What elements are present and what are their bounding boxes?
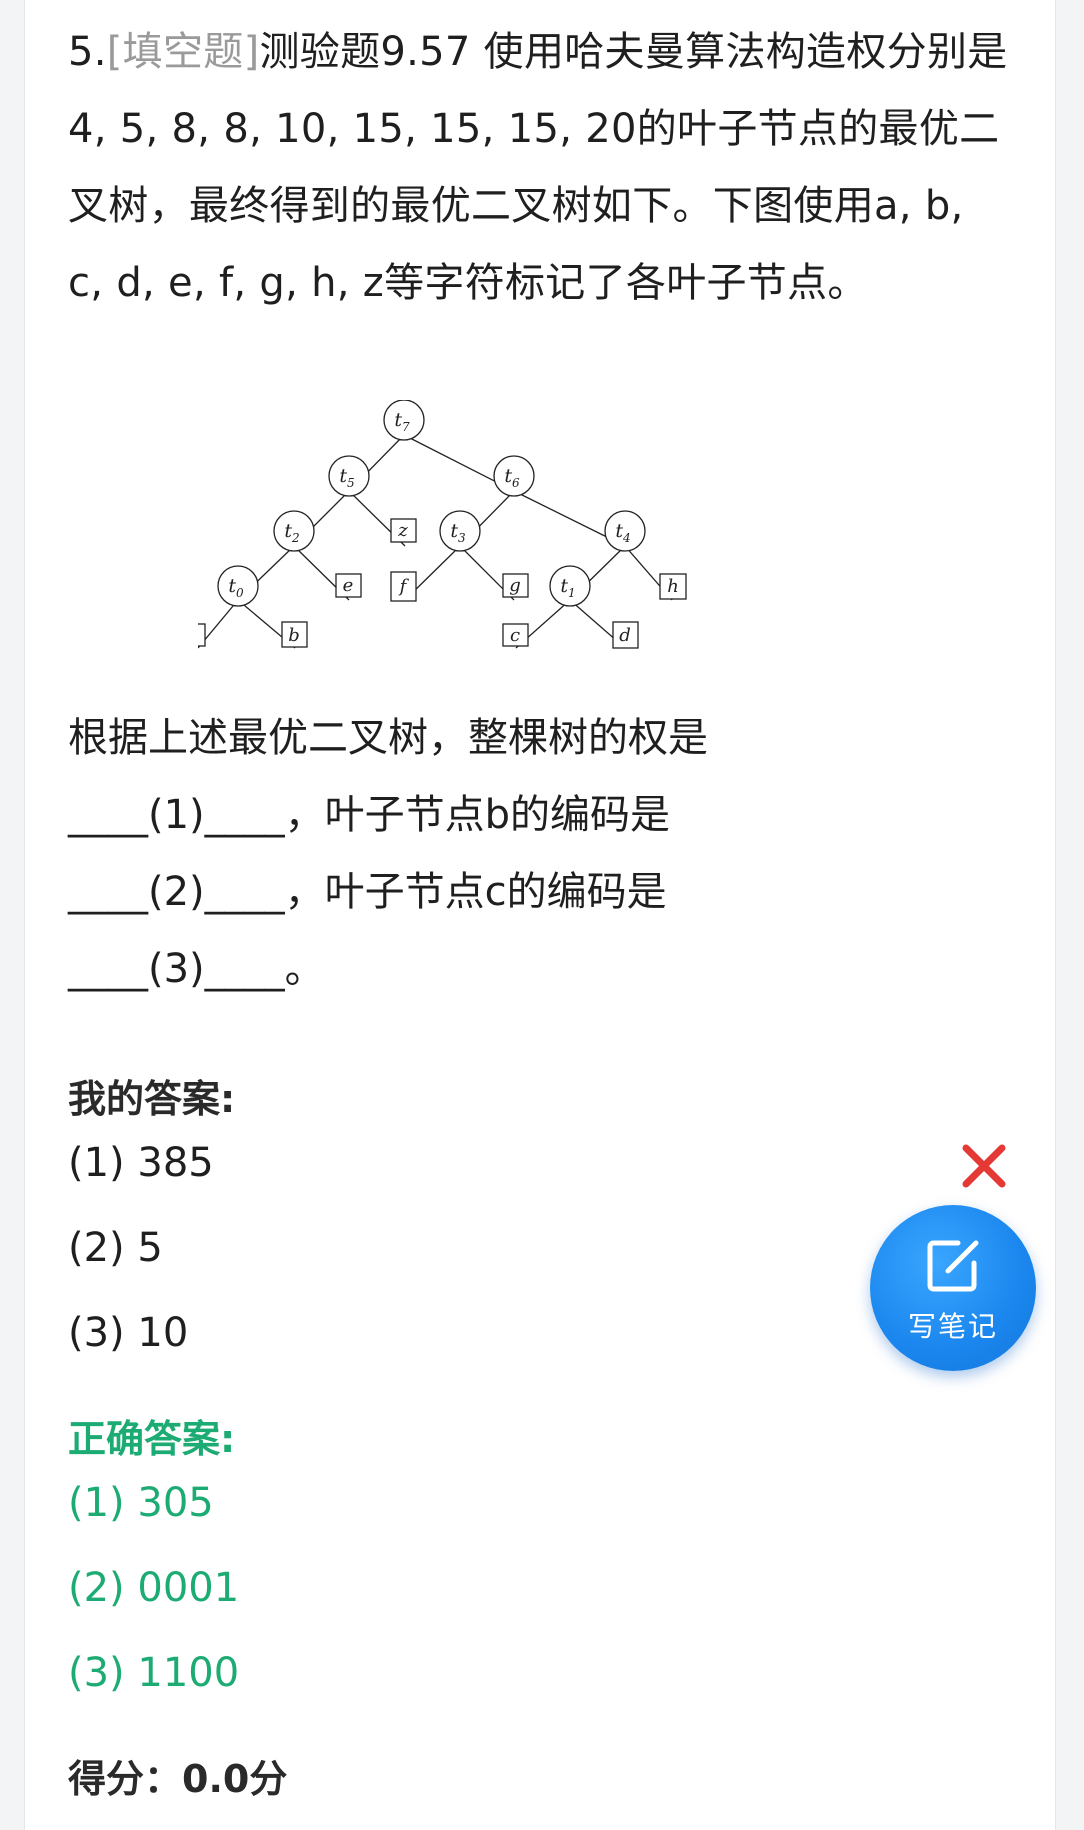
- label-t2: t2: [284, 520, 299, 545]
- label-h: h: [667, 576, 679, 597]
- correct-answer-title: 正确答案:: [68, 1417, 236, 1461]
- node-t5: [328, 455, 370, 497]
- label-b: b: [288, 625, 300, 646]
- question-number: 5.: [68, 29, 107, 75]
- leaf-z: [390, 518, 417, 543]
- question-text: 5.[填空题]测验题9.57 使用哈夫曼算法构造权分别是4, 5, 8, 8, …: [68, 14, 1008, 322]
- question-body: 测验题9.57 使用哈夫曼算法构造权分别是4, 5, 8, 8, 10, 15,…: [68, 29, 1008, 306]
- label-c: c: [510, 625, 520, 646]
- node-t2: [273, 510, 315, 552]
- score-text: 得分：0.0分: [68, 1757, 288, 1801]
- label-t1: t1: [560, 575, 575, 600]
- tree-svg: t7 t5 t6 t2 t3 t4 t0 t1 z e f g h a b c …: [198, 400, 687, 649]
- label-t5: t5: [339, 465, 354, 490]
- huffman-tree-diagram: t7 t5 t6 t2 t3 t4 t0 t1 z e f g h a b c …: [198, 400, 818, 700]
- question-card: [24, 0, 1056, 1830]
- leaf-a: [198, 623, 206, 647]
- label-z: z: [397, 520, 408, 541]
- prompt-line: 根据上述最优二叉树，整棵树的权是: [68, 715, 708, 761]
- my-answer-item: (1) 385: [68, 1140, 214, 1186]
- correct-answer-item: (2) 0001: [68, 1565, 240, 1611]
- question-type-tag: [填空题]: [106, 29, 260, 75]
- leaf-nodes: [198, 518, 687, 649]
- write-note-button[interactable]: 写笔记: [870, 1205, 1036, 1371]
- leaf-b: [281, 621, 308, 648]
- edit-icon: [927, 1240, 979, 1292]
- label-t7: t7: [394, 409, 410, 434]
- tree-edges: [198, 434, 673, 649]
- prompt-line: ____(1)____，叶子节点b的编码是: [68, 792, 671, 838]
- label-t4: t4: [615, 520, 630, 545]
- fill-in-prompt: 根据上述最优二叉树，整棵树的权是 ____(1)____，叶子节点b的编码是 _…: [68, 700, 968, 1008]
- label-d: d: [619, 625, 631, 646]
- prompt-line: ____(3)____。: [68, 946, 325, 992]
- node-t3: [439, 510, 481, 552]
- my-answer-item: (3) 10: [68, 1310, 189, 1356]
- internal-nodes: [217, 400, 646, 607]
- label-g: g: [509, 575, 521, 596]
- node-t4: [604, 510, 646, 552]
- leaf-d: [612, 621, 639, 649]
- correct-answer-item: (1) 305: [68, 1480, 214, 1526]
- label-t3: t3: [450, 520, 466, 545]
- wrong-x-icon: [962, 1144, 1006, 1188]
- node-t0: [217, 565, 259, 607]
- label-t6: t6: [504, 465, 520, 490]
- internal-labels: t7 t5 t6 t2 t3 t4 t0 t1: [228, 409, 630, 600]
- leaf-g: [502, 573, 529, 598]
- label-e: e: [343, 575, 354, 596]
- my-answer-item: (2) 5: [68, 1225, 163, 1271]
- node-t7: [383, 400, 425, 441]
- correct-answer-item: (3) 1100: [68, 1650, 240, 1696]
- node-t6: [493, 455, 535, 497]
- node-t1: [549, 565, 591, 607]
- leaf-c: [502, 623, 529, 647]
- my-answer-title: 我的答案:: [68, 1077, 236, 1121]
- write-note-label: 写笔记: [907, 1310, 998, 1343]
- leaf-f: [390, 571, 417, 602]
- leaf-h: [659, 573, 687, 600]
- prompt-line: ____(2)____，叶子节点c的编码是: [68, 869, 667, 915]
- label-t0: t0: [228, 575, 244, 600]
- leaf-e: [335, 573, 362, 598]
